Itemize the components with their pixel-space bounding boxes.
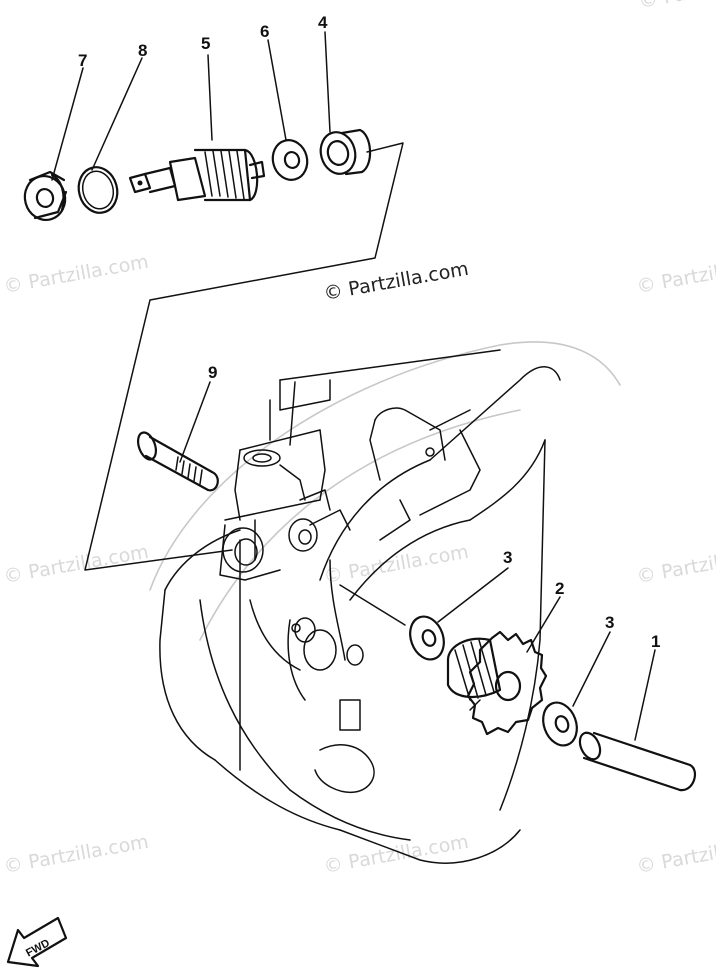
- callout-4: 4: [318, 13, 328, 32]
- part-5-gear-shaft: [128, 148, 266, 202]
- fwd-arrow: FWD: [6, 916, 68, 968]
- part-2-drive-gear: [446, 630, 548, 736]
- watermark-main: © Partzilla.com: [322, 258, 470, 305]
- part-7-bearing: [23, 170, 68, 221]
- part-9-bolt: [136, 431, 219, 492]
- callout-6: 6: [260, 22, 269, 41]
- callout-3-a: 3: [503, 548, 512, 567]
- watermark-center-2: © Partzilla.com: [322, 541, 470, 588]
- callout-leaders: [51, 31, 656, 741]
- callout-8: 8: [138, 41, 147, 60]
- watermark-right-1: © Partzilla.com: [635, 251, 716, 298]
- callout-7: 7: [78, 51, 87, 70]
- crankcase: [159, 349, 561, 864]
- watermark-left-3: © Partzilla.com: [2, 831, 150, 878]
- callout-1: 1: [651, 632, 660, 651]
- crankcase-ghost-outline: [149, 341, 621, 641]
- callout-2: 2: [555, 579, 564, 598]
- callout-5: 5: [201, 34, 210, 53]
- callout-9: 9: [208, 363, 217, 382]
- watermark-top-right: © Partzilla.com: [637, 0, 716, 13]
- callout-numbers: 7 8 5 6 4 9 3 2 3 1: [78, 13, 660, 651]
- part-1-shaft: [578, 731, 697, 792]
- part-6-washer: [271, 139, 309, 181]
- part-4-seal: [319, 128, 372, 176]
- watermark-left-1: © Partzilla.com: [2, 251, 150, 298]
- assembly-guide-lines: [84, 142, 481, 711]
- watermark-right-3: © Partzilla.com: [635, 831, 716, 878]
- part-3-washer-a: [409, 615, 445, 661]
- part-3-washer-b: [542, 701, 578, 747]
- watermark-right-2: © Partzilla.com: [635, 541, 716, 588]
- callout-3-b: 3: [605, 613, 614, 632]
- part-8-o-ring: [77, 166, 119, 214]
